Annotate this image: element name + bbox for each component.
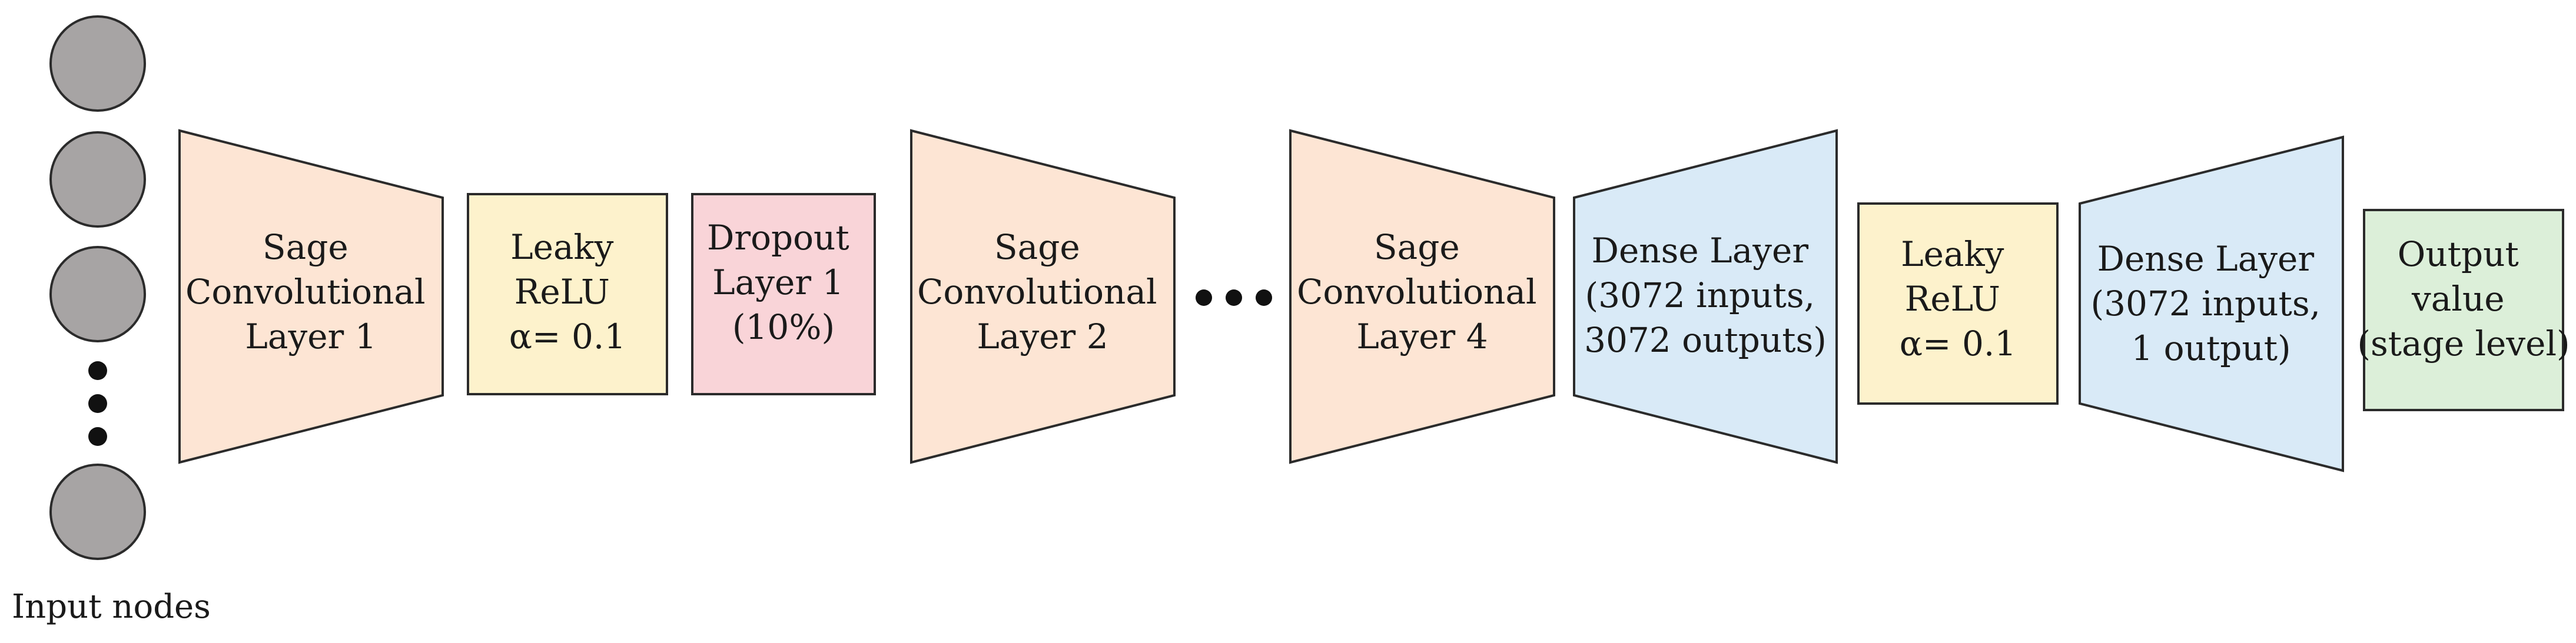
sage-conv-layer-2: Sage Convolutional Layer 2 <box>910 129 1176 464</box>
leaky-relu-1: Leaky ReLU α= 0.1 <box>467 193 668 395</box>
leaky-relu-2: Leaky ReLU α= 0.1 <box>1857 202 2059 405</box>
sage-conv-layer-4: Sage Convolutional Layer 4 <box>1289 129 1555 464</box>
layer-ellipsis <box>1196 289 1272 306</box>
layer-label: Sage Convolutional Layer 4 <box>1297 227 1548 357</box>
dense-layer-1: Dense Layer (3072 inputs, 3072 outputs) <box>1573 129 1838 464</box>
sage-conv-layer-1: Sage Convolutional Layer 1 <box>178 129 444 464</box>
layer-label: Dense Layer (3072 inputs, 3072 outputs) <box>1584 231 1827 360</box>
dense-layer-2-shape <box>2079 135 2344 472</box>
input-nodes <box>49 15 146 560</box>
output-value: Output value (stage level) <box>2357 209 2570 411</box>
dropout-layer-1: Dropout Layer 1 (10%) <box>691 193 876 395</box>
input-node <box>49 15 146 112</box>
input-nodes-caption: Input nodes <box>12 588 211 626</box>
ellipsis-dot <box>1226 289 1242 306</box>
sage-conv-layer-1-shape <box>178 129 444 464</box>
output-value-shape <box>2363 209 2564 411</box>
ellipsis-dot <box>1256 289 1272 306</box>
ellipsis-dot <box>88 394 107 413</box>
layer-label: Sage Convolutional Layer 2 <box>917 227 1168 357</box>
leaky-relu-2-shape <box>1857 202 2059 405</box>
layer-label: Output value (stage level) <box>2357 234 2570 364</box>
input-node <box>49 246 146 342</box>
ellipsis-dot <box>88 427 107 446</box>
layer-label: Sage Convolutional Layer 1 <box>185 227 436 357</box>
dense-layer-2: Dense Layer (3072 inputs, 1 output) <box>2079 135 2344 472</box>
ellipsis-dot <box>1196 289 1212 306</box>
layer-label: Leaky ReLU α= 0.1 <box>1900 234 2016 364</box>
dropout-layer-1-shape <box>691 193 876 395</box>
leaky-relu-1-shape <box>467 193 668 395</box>
ellipsis-dot <box>88 361 107 380</box>
layer-label: Dense Layer (3072 inputs, 1 output) <box>2090 239 2331 368</box>
layer-label: Dropout Layer 1 (10%) <box>707 218 860 347</box>
layer-label: Leaky ReLU α= 0.1 <box>509 227 626 357</box>
input-node <box>49 131 146 228</box>
input-node <box>49 464 146 560</box>
sage-conv-layer-4-shape <box>1289 129 1555 464</box>
dense-layer-1-shape <box>1573 129 1838 464</box>
sage-conv-layer-2-shape <box>910 129 1176 464</box>
